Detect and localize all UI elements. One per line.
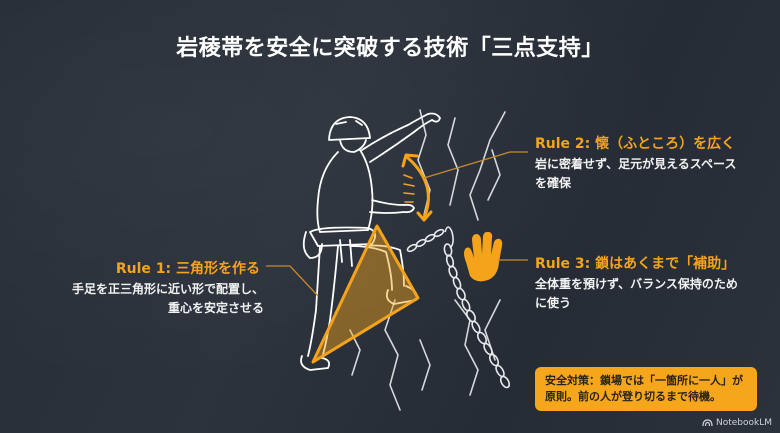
rule-3-description: 全体重を預けず、バランス保持のため に使う	[535, 275, 770, 313]
notebooklm-logo-icon	[702, 419, 713, 427]
climber-figure	[300, 112, 441, 371]
rule-1-desc-line-1: 手足を正三角形に近い形で配置し、	[71, 282, 264, 296]
chain-icon	[406, 226, 511, 389]
curved-double-arrow-icon	[401, 153, 433, 222]
rule-1-description: 手足を正三角形に近い形で配置し、 重心を安定させる	[40, 280, 264, 318]
safety-note-line-1: 安全対策：鎖場では「一箇所に一人」が	[545, 374, 743, 387]
branding: NotebookLM	[702, 418, 772, 428]
rule-2-desc-line-1: 岩に密着せず、足元が見えるスペース	[535, 157, 737, 171]
branding-label: NotebookLM	[715, 418, 772, 428]
leader-lines	[266, 151, 528, 297]
slide-title: 岩稜帯を安全に突破する技術「三点支持」	[176, 36, 604, 61]
rule-2-description: 岩に密着せず、足元が見えるスペース を確保	[535, 155, 770, 193]
safety-note-line-2: 原則。前の人が登り切るまで待機。	[545, 390, 721, 403]
hand-icon	[464, 231, 503, 282]
triangle-icon	[311, 224, 420, 364]
rule-2-desc-line-2: を確保	[535, 176, 572, 190]
rule-2-title: Rule 2: 懐（ふところ）を広く	[535, 136, 736, 152]
rule-3-desc-line-1: 全体重を預けず、バランス保持のため	[535, 277, 738, 291]
safety-note-box: 安全対策：鎖場では「一箇所に一人」が 原則。前の人が登り切るまで待機。	[535, 367, 757, 411]
rule-3-desc-line-2: に使う	[535, 296, 572, 310]
rule-1-desc-line-2: 重心を安定させる	[167, 301, 264, 315]
rule-1-title: Rule 1: 三角形を作る	[115, 261, 260, 277]
rock-cracks	[349, 109, 506, 411]
rule-3-title: Rule 3: 鎖はあくまで「補助」	[535, 256, 736, 272]
